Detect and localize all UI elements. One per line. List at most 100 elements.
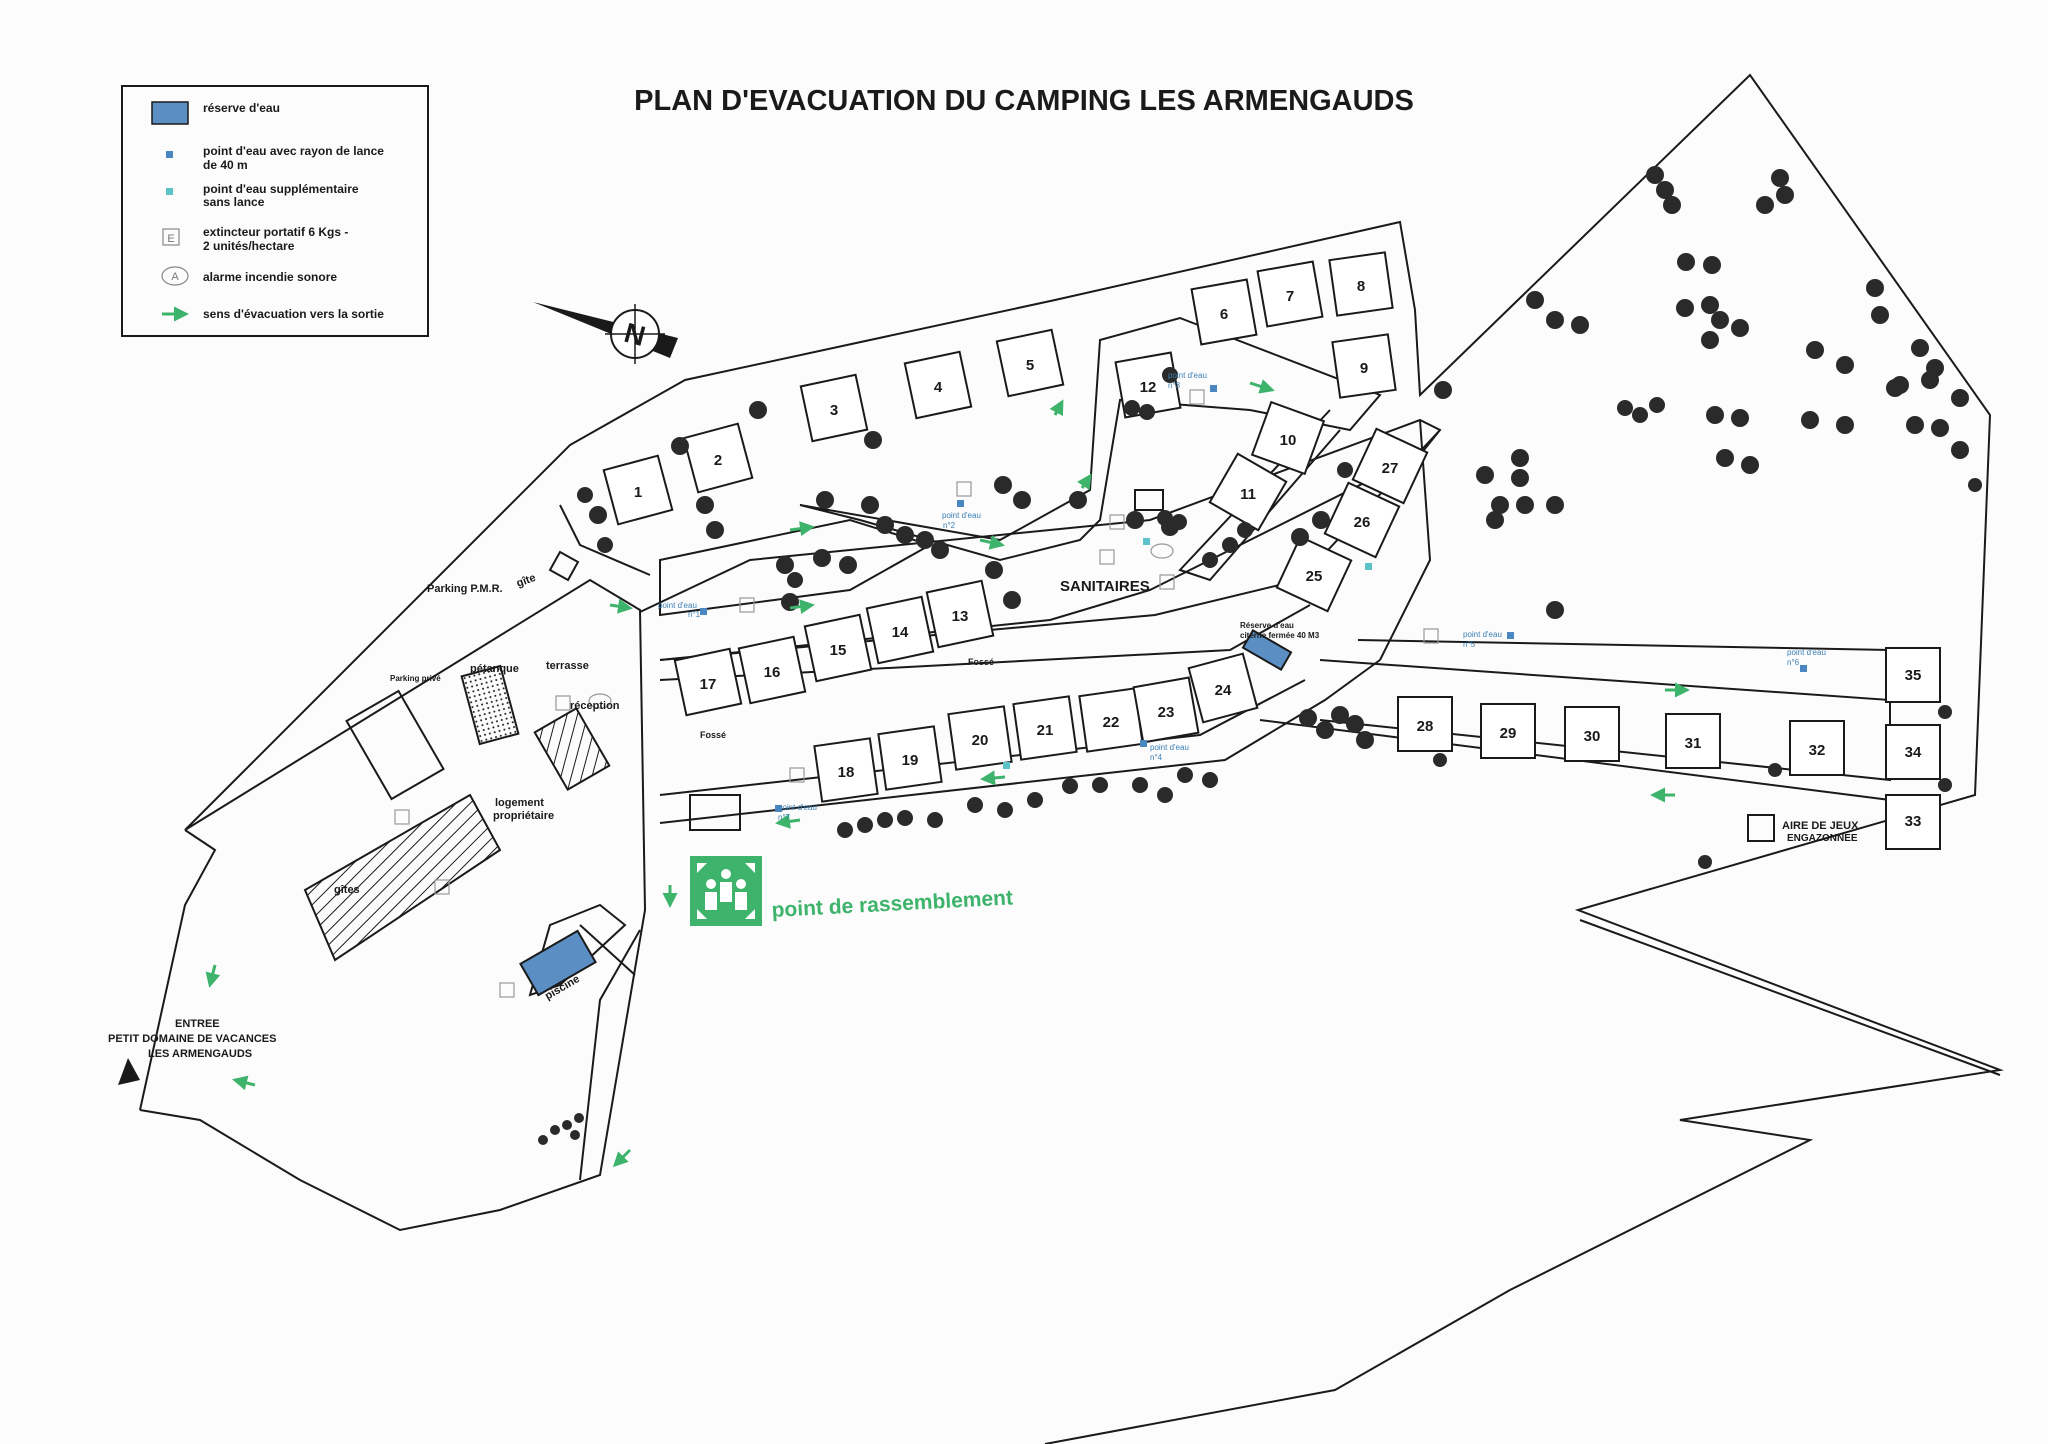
pitch: 7: [1256, 260, 1324, 328]
svg-text:7: 7: [1286, 288, 1294, 305]
pitch: 14: [865, 595, 935, 665]
play-area-label: ENGAZONNEE: [1787, 833, 1858, 844]
pitch: 26: [1323, 481, 1401, 559]
play-area-label: AIRE DE JEUX: [1782, 820, 1859, 832]
equipment: [394, 385, 1807, 998]
extinguisher-icon: [162, 228, 180, 246]
pitch: 6: [1190, 278, 1258, 346]
svg-text:15: 15: [830, 642, 847, 659]
water-point-label: n°5: [1463, 640, 1476, 649]
sanitaires-label: SANITAIRES: [1060, 578, 1150, 595]
water-reserve-icon: [151, 101, 189, 125]
svg-text:22: 22: [1103, 714, 1120, 731]
water-point-icon: [166, 151, 173, 158]
pitch: 4: [903, 350, 973, 420]
svg-text:33: 33: [1905, 813, 1922, 830]
reception-label: réception: [570, 700, 620, 712]
pitch: 30: [1564, 706, 1620, 762]
pitch: 23: [1132, 676, 1200, 744]
pitches: 1 2 3 4 5 6 7 8 9 10 11 12 13 14 15 16 1…: [602, 251, 1941, 850]
legend-item-text: sens d'évacuation vers la sortie: [203, 307, 384, 321]
extinguisher-icon: [1159, 574, 1175, 590]
svg-text:35: 35: [1905, 667, 1922, 684]
water-reserve-label: citerne fermée 40 M3: [1240, 631, 1320, 640]
legend-item-text: extincteur portatif 6 Kgs -: [203, 225, 348, 239]
pitch: 35: [1885, 647, 1941, 703]
svg-text:27: 27: [1382, 460, 1399, 477]
legend-item-text: point d'eau supplémentaire: [203, 182, 359, 196]
svg-text:32: 32: [1809, 742, 1826, 759]
logement-label: propriétaire: [493, 810, 554, 822]
water-point-label: point d'eau: [778, 803, 817, 812]
extinguisher-icon: [499, 982, 515, 998]
svg-text:17: 17: [700, 676, 717, 693]
pitch: 5: [995, 328, 1065, 398]
parking-prive-label: Parking privé: [390, 674, 441, 683]
pitch: 32: [1789, 720, 1845, 776]
svg-text:1: 1: [634, 484, 642, 501]
extinguisher-icon: [739, 597, 755, 613]
trees: [538, 166, 1982, 1145]
legend-item-text: réserve d'eau: [203, 101, 280, 115]
svg-text:21: 21: [1037, 722, 1054, 739]
water-point-label: point d'eau: [1168, 371, 1207, 380]
svg-text:20: 20: [972, 732, 989, 749]
water-point-extra-icon: [166, 188, 173, 195]
extinguisher-icon: [555, 695, 571, 711]
extinguisher-icon: [1109, 514, 1125, 530]
svg-text:25: 25: [1306, 568, 1323, 585]
buildings: [303, 489, 1775, 997]
pitch: 28: [1397, 696, 1453, 752]
page-title: PLAN D'EVACUATION DU CAMPING LES ARMENGA…: [634, 85, 1414, 117]
water-point-icon: [1507, 632, 1514, 639]
water-point-extra-icon: [1003, 762, 1010, 769]
legend-item-text: de 40 m: [203, 158, 248, 172]
svg-text:10: 10: [1280, 432, 1297, 449]
water-point-label: point d'eau: [942, 511, 981, 520]
alarm-icon: [161, 266, 189, 286]
svg-text:8: 8: [1357, 278, 1365, 295]
pitch: 2: [682, 422, 754, 494]
assembly-point-label: point de rassemblement: [771, 886, 1013, 922]
extinguisher-icon: [394, 809, 410, 825]
svg-text:4: 4: [934, 379, 943, 396]
water-point-label: point d'eau: [658, 601, 697, 610]
pitch: 17: [673, 647, 743, 717]
water-point-icon: [1800, 665, 1807, 672]
entrance-icon: [118, 1058, 140, 1085]
pitch: 8: [1328, 251, 1394, 317]
pitch: 13: [925, 579, 995, 649]
svg-text:12: 12: [1140, 379, 1157, 396]
extinguisher-symbol: E: [167, 233, 174, 245]
legend-item-text: point d'eau avec rayon de lance: [203, 144, 384, 158]
entrance-label: LES ARMENGAUDS: [148, 1048, 252, 1060]
legend-item-text: sans lance: [203, 195, 265, 209]
svg-text:11: 11: [1240, 486, 1256, 503]
svg-text:19: 19: [902, 752, 919, 769]
svg-text:9: 9: [1360, 360, 1368, 377]
pitch: 22: [1078, 687, 1144, 753]
svg-text:14: 14: [892, 624, 909, 641]
pitch: 34: [1885, 724, 1941, 780]
evacuation-arrows: [205, 379, 1690, 1168]
svg-text:30: 30: [1584, 728, 1601, 745]
water-point-icon: [700, 608, 707, 615]
svg-text:2: 2: [714, 452, 722, 469]
pitch: 16: [737, 635, 807, 705]
alarm-icon: [1150, 543, 1174, 559]
fosse-label: Fossé: [700, 730, 726, 740]
entrance-label: ENTREE: [175, 1018, 220, 1030]
water-point-icon: [1140, 740, 1147, 747]
svg-text:28: 28: [1417, 718, 1434, 735]
svg-text:6: 6: [1220, 306, 1228, 323]
alarm-icon: [588, 693, 612, 709]
svg-text:31: 31: [1685, 735, 1702, 752]
svg-text:18: 18: [838, 764, 855, 781]
pitch: 15: [803, 613, 873, 683]
svg-text:5: 5: [1026, 357, 1034, 374]
water-point-label: n°7: [778, 813, 791, 822]
pitch: 3: [799, 373, 869, 443]
water-point-label: n°3: [1168, 381, 1181, 390]
water-point-label: point d'eau: [1150, 743, 1189, 752]
logement-label: logement: [495, 797, 544, 809]
